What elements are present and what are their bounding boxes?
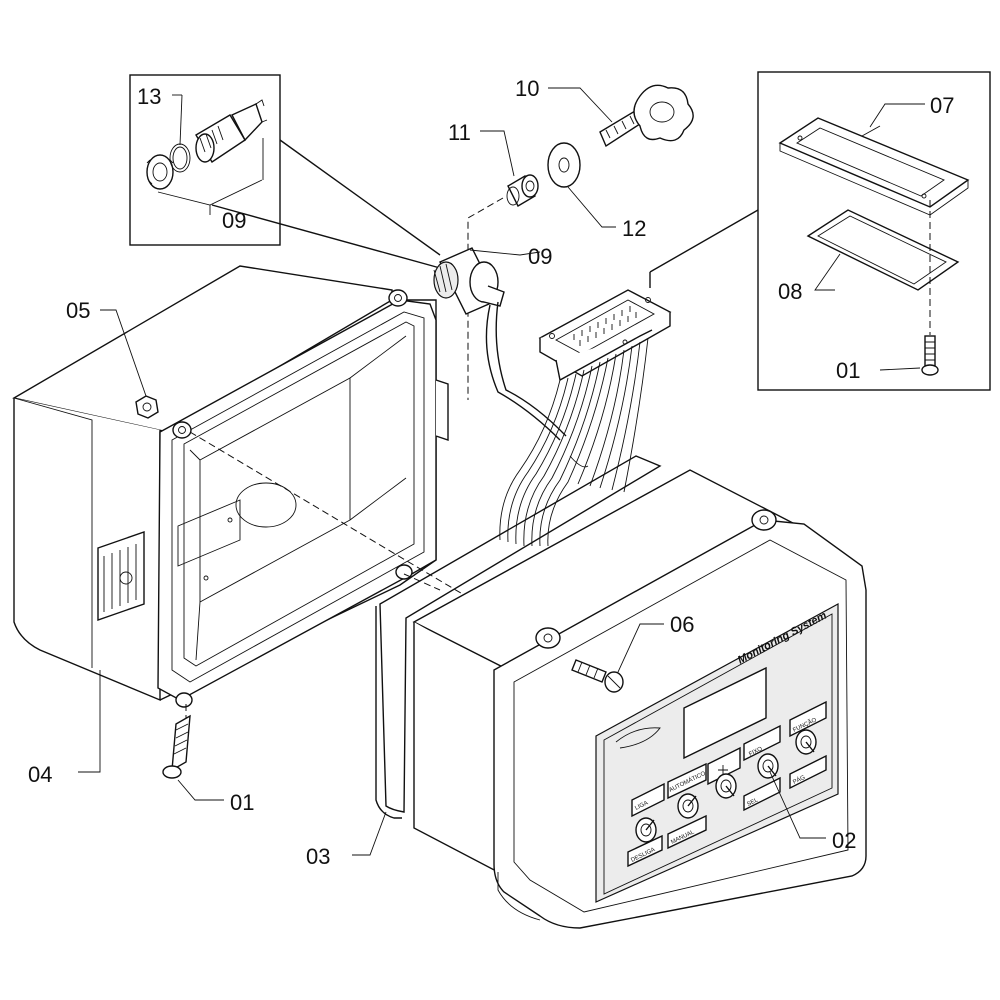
panel-button-pag[interactable]: PÁG: [789, 754, 827, 790]
callout-03: 03: [306, 844, 330, 869]
detail-box-connector: 09 13: [129, 74, 281, 246]
callout-09-detail: 09: [222, 208, 246, 233]
panel-button-plus[interactable]: [707, 746, 741, 786]
detail-frame-right: [757, 71, 991, 391]
callout-01-detail: 01: [836, 358, 860, 383]
callout-10: 10: [515, 76, 539, 101]
callout-01-screw: 01: [230, 790, 254, 815]
detail-frame-left: [129, 74, 281, 246]
callout-04: 04: [28, 762, 52, 787]
controller-unit: Monitoring System LIGA AUTOMÁTICO FIXO F…: [412, 469, 867, 929]
rear-housing: [12, 265, 449, 708]
toggle-switch-4[interactable]: [757, 753, 779, 779]
callout-02: 02: [832, 828, 856, 853]
svg-text:SEL: SEL: [746, 797, 759, 808]
toggle-switch-1[interactable]: [635, 817, 657, 843]
toggle-switch-2[interactable]: [677, 793, 699, 819]
panel-button-fixo[interactable]: FIXO: [743, 724, 781, 762]
multi-pin-connector: [538, 289, 672, 382]
wire-harness: [499, 337, 649, 547]
screw: [162, 714, 191, 779]
svg-text:LIGA: LIGA: [634, 800, 649, 811]
washer: [547, 142, 581, 188]
svg-text:PÁG: PÁG: [792, 774, 807, 786]
svg-text:FIXO: FIXO: [748, 746, 764, 758]
callout-05: 05: [66, 298, 90, 323]
callout-12: 12: [622, 216, 646, 241]
gasket: [375, 455, 662, 819]
logo-swirl-icon: [615, 727, 661, 749]
knob-screw: [599, 84, 694, 148]
screw-detail: [921, 335, 939, 376]
callout-06: 06: [670, 612, 694, 637]
screw-front: [571, 659, 624, 693]
panel-button-sel[interactable]: SEL: [743, 776, 781, 812]
bushing: [506, 174, 539, 207]
detail-box-gasket: 07 08 01: [757, 71, 991, 391]
callout-09-main: 09: [528, 244, 552, 269]
hex-nut: [135, 395, 159, 419]
callout-13: 13: [137, 84, 161, 109]
callout-08: 08: [778, 279, 802, 304]
toggle-switch-3[interactable]: [715, 773, 737, 799]
callout-07: 07: [930, 93, 954, 118]
cable-gland-detail: [146, 99, 268, 190]
cable-gland: [433, 247, 505, 315]
panel-button-liga[interactable]: LIGA: [631, 782, 665, 818]
callout-11: 11: [448, 120, 471, 145]
toggle-switch-5[interactable]: [795, 729, 817, 755]
